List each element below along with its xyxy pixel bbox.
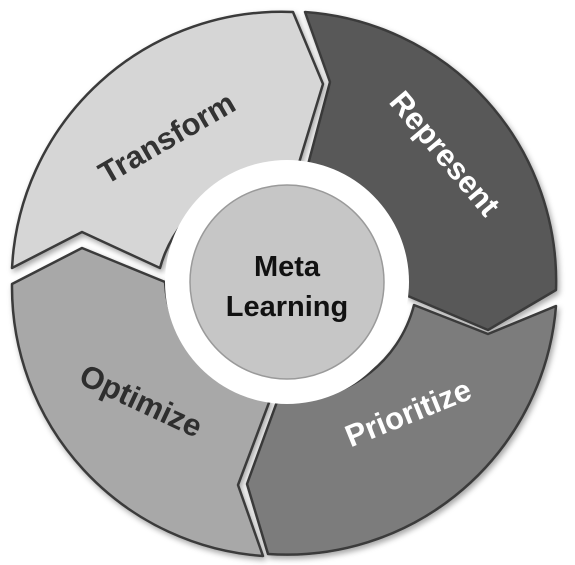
center-label-line1: Meta (254, 251, 321, 283)
center-label-line2: Learning (226, 291, 348, 323)
center-circle (189, 184, 385, 380)
segment-prioritize (245, 303, 558, 556)
